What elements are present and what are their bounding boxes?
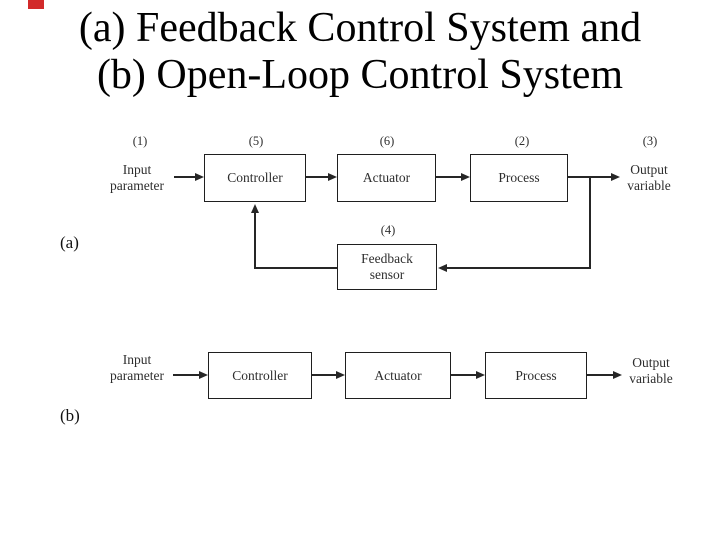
process-label-b: Process: [515, 367, 557, 383]
arrowhead-controller-to-actuator-a: [328, 173, 337, 181]
controller-label-b: Controller: [232, 367, 288, 383]
output-variable-line1-a: Output: [630, 162, 668, 177]
feedback-sensor-line2: sensor: [369, 267, 405, 282]
caption-a: (a): [60, 233, 79, 252]
label-number-3: (3): [642, 134, 658, 148]
caption-b: (b): [60, 406, 80, 425]
label-number-2: (2): [514, 134, 530, 148]
arrow-line-actuator-to-process-a: [436, 176, 462, 178]
feedback-sensor-line1: Feedback: [361, 251, 413, 266]
red-marker: [28, 0, 44, 9]
controller-box-a: Controller: [204, 154, 306, 202]
arrow-line-controller-to-actuator-a: [306, 176, 329, 178]
label-number-4: (4): [380, 223, 396, 237]
arrowhead-into-feedback-sensor: [438, 264, 447, 272]
feedback-line-left: [254, 267, 337, 269]
input-parameter-line2-b: parameter: [110, 368, 164, 383]
slide-title: (a) Feedback Control System and (b) Open…: [0, 5, 720, 99]
output-variable-label-a: Output variable: [604, 162, 694, 194]
process-box-a: Process: [470, 154, 568, 202]
arrowhead-into-controller-bottom: [251, 204, 259, 213]
label-number-1: (1): [132, 134, 148, 148]
actuator-label-a: Actuator: [362, 170, 411, 185]
actuator-box-b: Actuator: [345, 352, 451, 399]
arrowhead-input-to-controller-a: [195, 173, 204, 181]
arrowhead-process-to-output-b: [613, 371, 622, 379]
process-label-a: Process: [498, 170, 540, 185]
actuator-label-b: Actuator: [374, 367, 422, 383]
feedback-sensor-box: Feedback sensor: [337, 244, 437, 290]
input-parameter-label-a: Input parameter: [92, 162, 182, 194]
input-parameter-line1: Input: [122, 162, 152, 177]
slide-title-line1: (a) Feedback Control System and: [78, 5, 642, 51]
slide-title-line2: (b) Open-Loop Control System: [96, 52, 624, 98]
controller-label-a: Controller: [227, 170, 283, 185]
arrowhead-actuator-to-process-a: [461, 173, 470, 181]
arrow-line-actuator-to-process-b: [451, 374, 476, 376]
feedback-line-right: [446, 267, 591, 269]
process-box-b: Process: [485, 352, 587, 399]
input-parameter-label-b: Input parameter: [92, 352, 182, 384]
label-number-5: (5): [248, 134, 264, 148]
feedback-sensor-label: Feedback sensor: [361, 251, 413, 283]
arrow-line-process-to-output-b: [587, 374, 613, 376]
arrow-line-input-to-controller-a: [174, 176, 196, 178]
output-variable-line2-b: variable: [629, 371, 673, 386]
output-variable-line2-a: variable: [627, 178, 671, 193]
feedback-branch-line-down: [589, 177, 591, 269]
output-variable-label-b: Output variable: [606, 355, 696, 387]
feedback-line-up: [254, 213, 256, 269]
arrowhead-input-to-controller-b: [199, 371, 208, 379]
actuator-box-a: Actuator: [337, 154, 436, 202]
arrowhead-controller-to-actuator-b: [336, 371, 345, 379]
arrow-line-input-to-controller-b: [173, 374, 199, 376]
arrow-line-controller-to-actuator-b: [312, 374, 336, 376]
label-number-6: (6): [379, 134, 395, 148]
input-parameter-line1-b: Input: [122, 352, 152, 367]
controller-box-b: Controller: [208, 352, 312, 399]
arrowhead-process-to-output-a: [611, 173, 620, 181]
arrowhead-actuator-to-process-b: [476, 371, 485, 379]
input-parameter-line2: parameter: [110, 178, 164, 193]
output-variable-line1-b: Output: [632, 355, 670, 370]
